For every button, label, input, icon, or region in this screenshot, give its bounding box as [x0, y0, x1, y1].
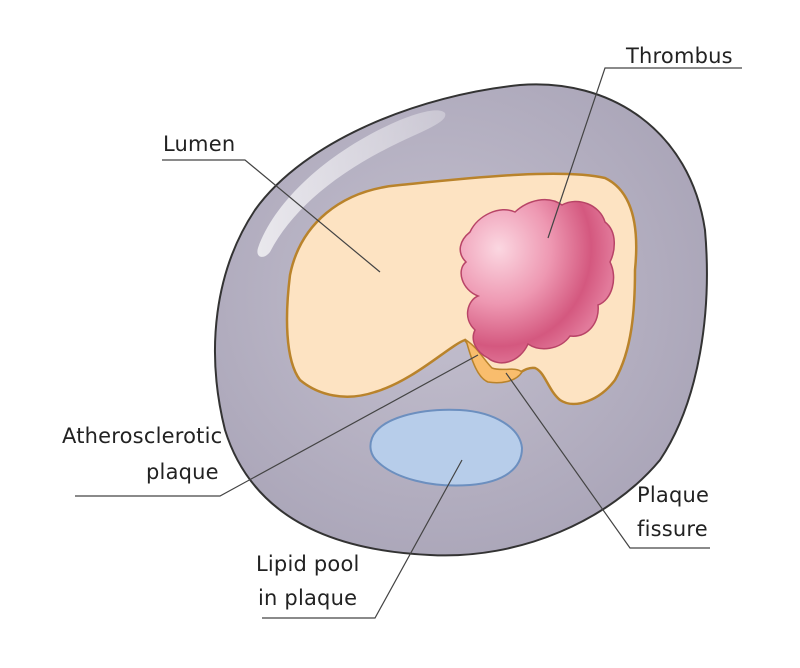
label-plaque-fissure-line2: fissure	[637, 517, 708, 541]
lipid-leader-line	[262, 459, 463, 619]
label-atherosclerotic: Atherosclerotic	[62, 424, 223, 448]
label-lumen: Lumen	[163, 132, 236, 156]
leader-lines	[75, 67, 742, 619]
lumen-leader-line	[162, 159, 381, 273]
thrombus-shape	[459, 198, 615, 364]
atherosclerotic-plaque-shape	[464, 338, 523, 384]
lipid-pool-shape	[369, 408, 524, 487]
label-plaque-fissure-line1: Plaque	[637, 483, 710, 507]
plaque-leader-line	[75, 354, 479, 497]
label-lipid-pool-line1: Lipid pool	[256, 552, 360, 576]
label-lipid-pool-line2: in plaque	[258, 586, 358, 610]
wall-highlight	[257, 110, 446, 257]
label-thrombus: Thrombus	[626, 44, 733, 68]
thrombus-leader-line	[547, 67, 742, 239]
label-plaque: plaque	[146, 460, 219, 484]
fissure-leader-line	[505, 372, 710, 549]
